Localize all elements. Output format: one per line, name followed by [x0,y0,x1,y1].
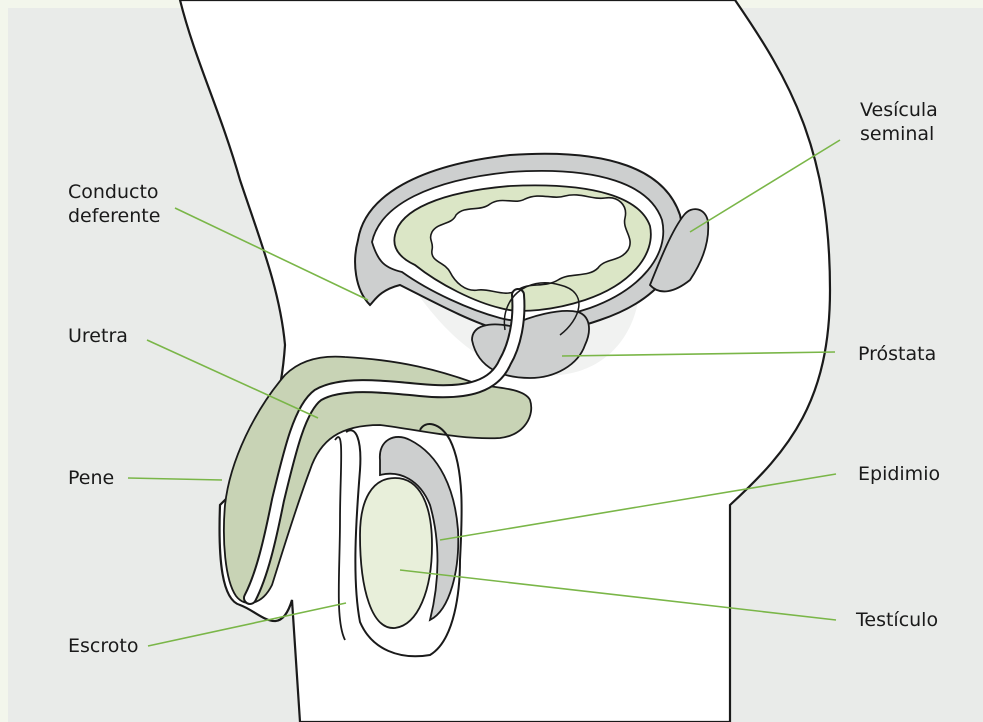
label-vesicula-line2: seminal [860,122,938,146]
label-escroto: Escroto [68,634,138,658]
label-pene: Pene [68,466,114,490]
label-vesicula-line1: Vesícula [860,98,938,122]
label-conducto-line2: deferente [68,204,160,228]
label-testiculo: Testículo [856,608,938,632]
label-uretra: Uretra [68,324,128,348]
label-epidimio: Epidimio [858,462,940,486]
testis [360,478,432,628]
label-conducto-deferente: Conducto deferente [68,180,160,228]
label-prostata: Próstata [858,342,936,366]
label-conducto-line1: Conducto [68,180,160,204]
label-vesicula-seminal: Vesícula seminal [860,98,938,146]
